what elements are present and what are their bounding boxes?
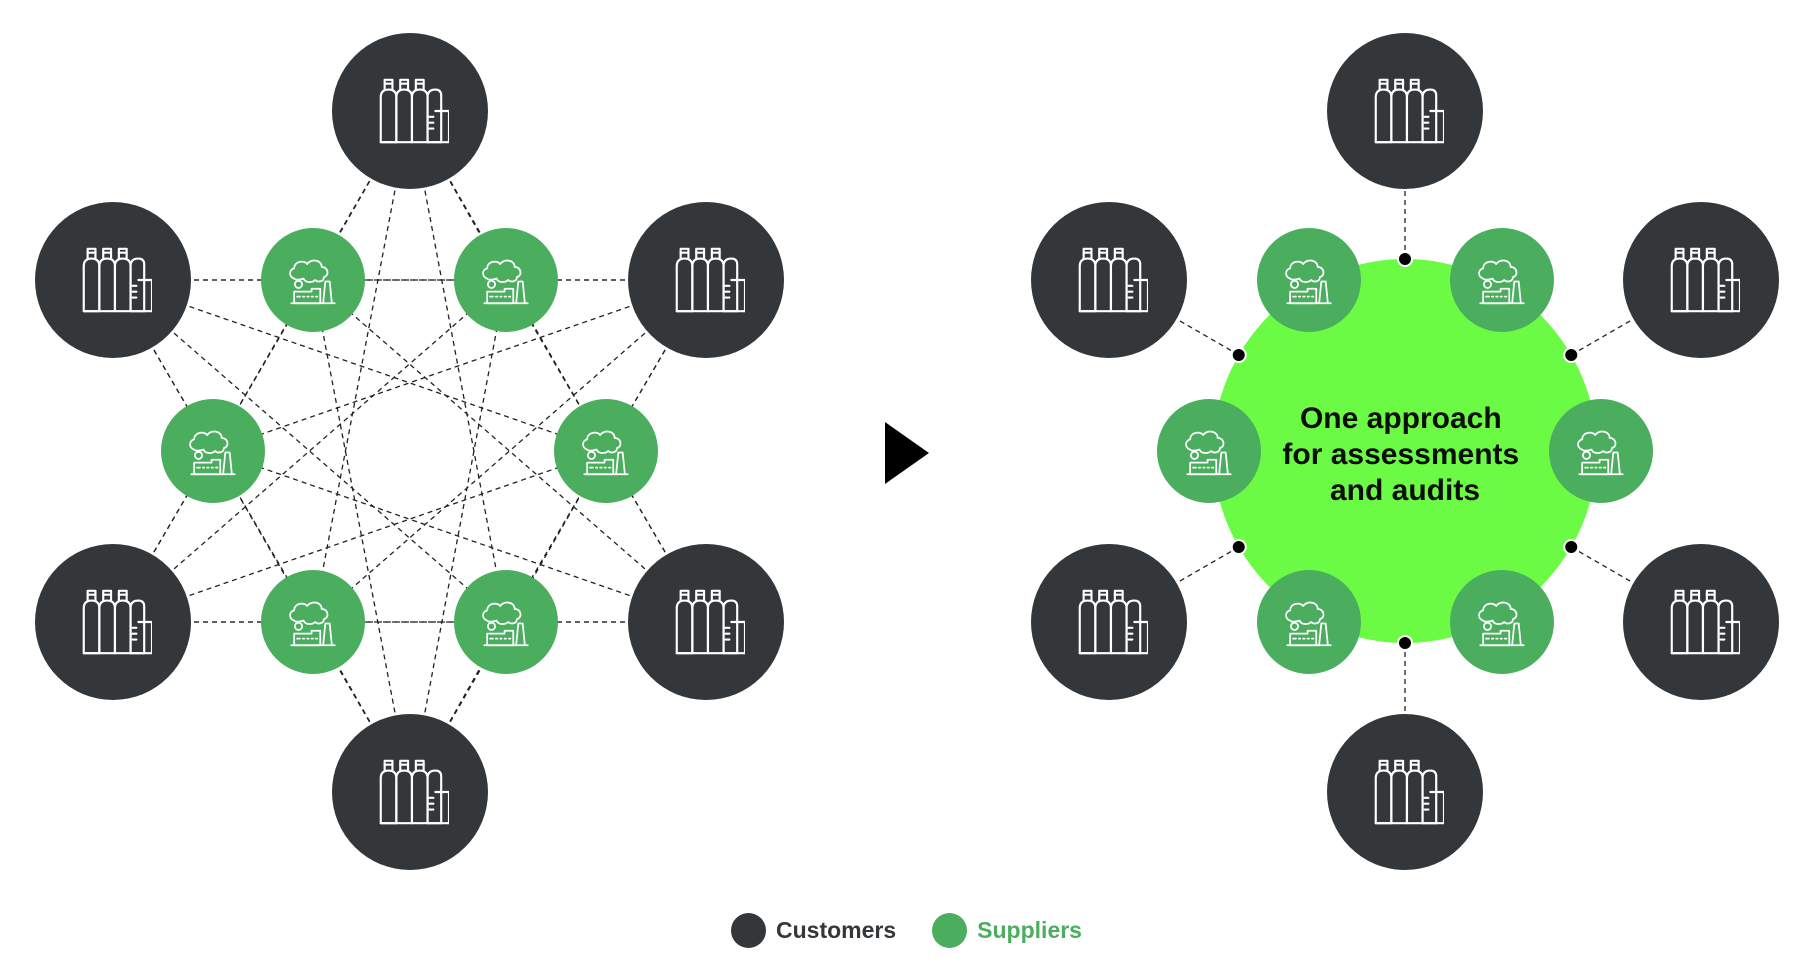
hub-connector-dot — [1230, 539, 1247, 556]
hub-connector-line — [1570, 546, 1634, 584]
hub-connector-dot — [1563, 346, 1580, 363]
hub-label-line-3: and audits — [1330, 474, 1480, 507]
legend-item-suppliers: Suppliers — [932, 912, 1082, 948]
supplier-node — [261, 570, 365, 674]
hub-label: One approach for assessments and audits — [1282, 402, 1527, 507]
hub-connector-dot — [1397, 251, 1413, 267]
customer-node — [332, 33, 488, 189]
hub-connector-line — [1176, 318, 1240, 356]
legend: Customers Suppliers — [0, 910, 1813, 950]
hub-connector-line — [1176, 546, 1240, 584]
supplier-node — [1257, 570, 1361, 674]
customer-node — [628, 544, 784, 700]
legend-item-customers: Customers — [731, 912, 897, 948]
hub-circle — [1213, 259, 1597, 643]
customer-node — [628, 202, 784, 358]
supplier-node — [454, 570, 558, 674]
supplier-node — [1450, 570, 1554, 674]
supplier-node — [261, 228, 365, 332]
hub-connector-dot — [1230, 346, 1247, 363]
connection-line — [112, 450, 607, 623]
hub-connector-dot — [1563, 539, 1580, 556]
connection-line — [112, 279, 607, 452]
supplier-node — [1450, 228, 1554, 332]
supplier-node — [554, 399, 658, 503]
customer-node — [35, 202, 191, 358]
hub-connector-dot — [1397, 635, 1413, 651]
suppliers-swatch — [932, 912, 968, 948]
supplier-node — [1257, 228, 1361, 332]
customer-node — [1623, 202, 1779, 358]
customer-node — [1327, 714, 1483, 870]
connection-line — [112, 279, 507, 623]
connection-line — [409, 110, 507, 623]
customer-node — [35, 544, 191, 700]
connection-line — [409, 279, 507, 793]
hub-label-line-1: One approach — [1300, 402, 1502, 435]
customer-node — [1623, 544, 1779, 700]
customers-swatch — [731, 912, 767, 948]
supplier-node — [454, 228, 558, 332]
hub-label-line-2: for assessments — [1282, 438, 1519, 471]
customer-node — [1031, 544, 1187, 700]
connection-line — [312, 279, 411, 793]
hub-connector-line — [1570, 318, 1634, 356]
connection-line — [212, 450, 707, 623]
supplier-node — [1549, 399, 1653, 503]
customer-node — [1327, 33, 1483, 189]
customers-label: Customers — [776, 916, 897, 943]
suppliers-label: Suppliers — [977, 916, 1082, 943]
connection-line — [112, 279, 507, 623]
transition-arrow-icon — [885, 422, 929, 484]
supplier-node — [161, 399, 265, 503]
connection-line — [312, 279, 707, 623]
customer-node — [332, 714, 488, 870]
connection-line — [312, 110, 411, 623]
customer-node — [1031, 202, 1187, 358]
connection-line — [212, 279, 707, 452]
connection-line — [312, 279, 707, 623]
supplier-node — [1157, 399, 1261, 503]
